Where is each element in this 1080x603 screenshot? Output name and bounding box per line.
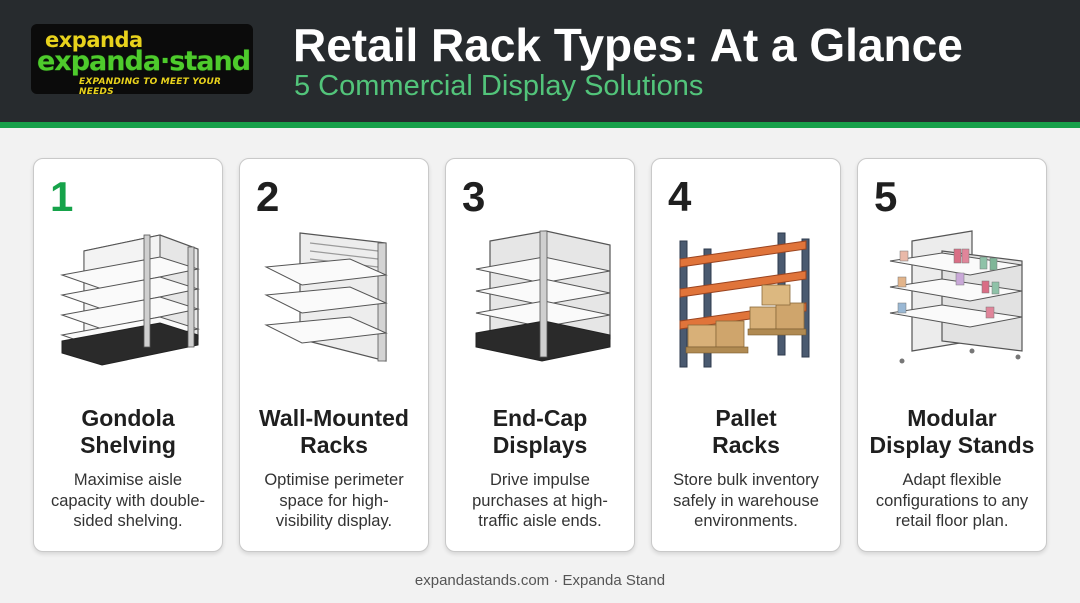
end-cap-display-icon bbox=[475, 230, 611, 362]
card-description: Optimise perimeter space for high- visib… bbox=[246, 470, 422, 532]
card-title-line-1: Modular bbox=[907, 405, 997, 431]
card-description-line: purchases at high- bbox=[472, 491, 608, 510]
card-number: 3 bbox=[462, 173, 486, 220]
card-end-cap-displays: 3 End-Cap Displays Drive impulse purchas… bbox=[445, 158, 635, 552]
header-accent-stripe bbox=[0, 122, 1080, 128]
card-title: Modular Display Stands bbox=[862, 405, 1042, 459]
card-description-line: Adapt flexible bbox=[902, 471, 1002, 489]
logo-top-text: expanda bbox=[45, 28, 143, 52]
card-description-line: Maximise aisle bbox=[73, 471, 183, 489]
card-title-line-1: Gondola bbox=[81, 405, 175, 431]
card-description-line: traffic aisle ends. bbox=[478, 512, 602, 530]
card-gondola-shelving: 1 Gondola Shelving Maximise aisle capaci… bbox=[33, 158, 223, 552]
card-number: 4 bbox=[668, 173, 692, 220]
gondola-shelving-icon bbox=[60, 234, 200, 366]
card-description-line: capacity with double- bbox=[50, 491, 206, 510]
card-description-line: Drive impulse bbox=[490, 471, 590, 489]
card-title-line-2: Shelving bbox=[80, 432, 176, 458]
page-title: Retail Rack Types: At a Glance bbox=[293, 19, 963, 71]
card-description-line: Store bulk inventory bbox=[673, 471, 819, 489]
card-description-line: environments. bbox=[694, 512, 798, 530]
card-description-line: visibility display. bbox=[275, 512, 393, 530]
card-title-line-2: Racks bbox=[300, 432, 368, 458]
card-description-line: safely in warehouse bbox=[673, 491, 819, 510]
pallet-rack-icon bbox=[679, 232, 810, 368]
logo-tagline: EXPANDING TO MEET YOUR NEEDS bbox=[79, 77, 222, 94]
logo-main-text: expanda·stand bbox=[37, 46, 251, 77]
card-description: Drive impulse purchases at high- traffic… bbox=[452, 470, 628, 532]
card-title: Gondola Shelving bbox=[38, 405, 218, 459]
card-description: Adapt flexible configurations to any ret… bbox=[864, 470, 1040, 532]
card-pallet-racks: 4 Pallet Racks Store bulk inventory safe… bbox=[651, 158, 841, 552]
card-number: 2 bbox=[256, 173, 280, 220]
page-subtitle: 5 Commercial Display Solutions bbox=[294, 70, 704, 102]
card-description-line: Optimise perimeter bbox=[264, 471, 404, 489]
modular-display-stand-icon bbox=[889, 230, 1023, 364]
card-title-line-2: Displays bbox=[492, 432, 588, 458]
card-description: Maximise aisle capacity with double- sid… bbox=[40, 470, 216, 532]
card-title-line-2: Display Stands bbox=[869, 432, 1035, 458]
card-description: Store bulk inventory safely in warehouse… bbox=[658, 470, 834, 532]
card-title-line-2: Racks bbox=[712, 432, 780, 458]
card-title-line-1: Wall-Mounted bbox=[259, 405, 409, 431]
card-description-line: space for high- bbox=[279, 491, 389, 510]
card-title: Pallet Racks bbox=[656, 405, 836, 459]
footer-text: expandastands.com · Expanda Stand bbox=[414, 572, 666, 589]
card-modular-display-stands: 5 Modular Display Stands Adapt flexible bbox=[857, 158, 1047, 552]
card-title-line-1: Pallet bbox=[715, 405, 777, 431]
card-number: 1 bbox=[50, 173, 74, 220]
wall-mounted-rack-icon bbox=[264, 232, 388, 362]
card-description-line: configurations to any bbox=[875, 491, 1029, 510]
card-title: Wall-Mounted Racks bbox=[244, 405, 424, 459]
card-description-line: sided shelving. bbox=[73, 512, 183, 530]
card-description-line: retail floor plan. bbox=[895, 512, 1009, 530]
card-title: End-Cap Displays bbox=[450, 405, 630, 459]
expanda-stand-logo: expanda expanda·stand EXPANDING TO MEET … bbox=[31, 24, 253, 94]
card-title-line-1: End-Cap bbox=[492, 405, 588, 431]
card-wall-mounted-racks: 2 Wall-Mounted Racks Optimise perimeter … bbox=[239, 158, 429, 552]
card-number: 5 bbox=[874, 173, 898, 220]
